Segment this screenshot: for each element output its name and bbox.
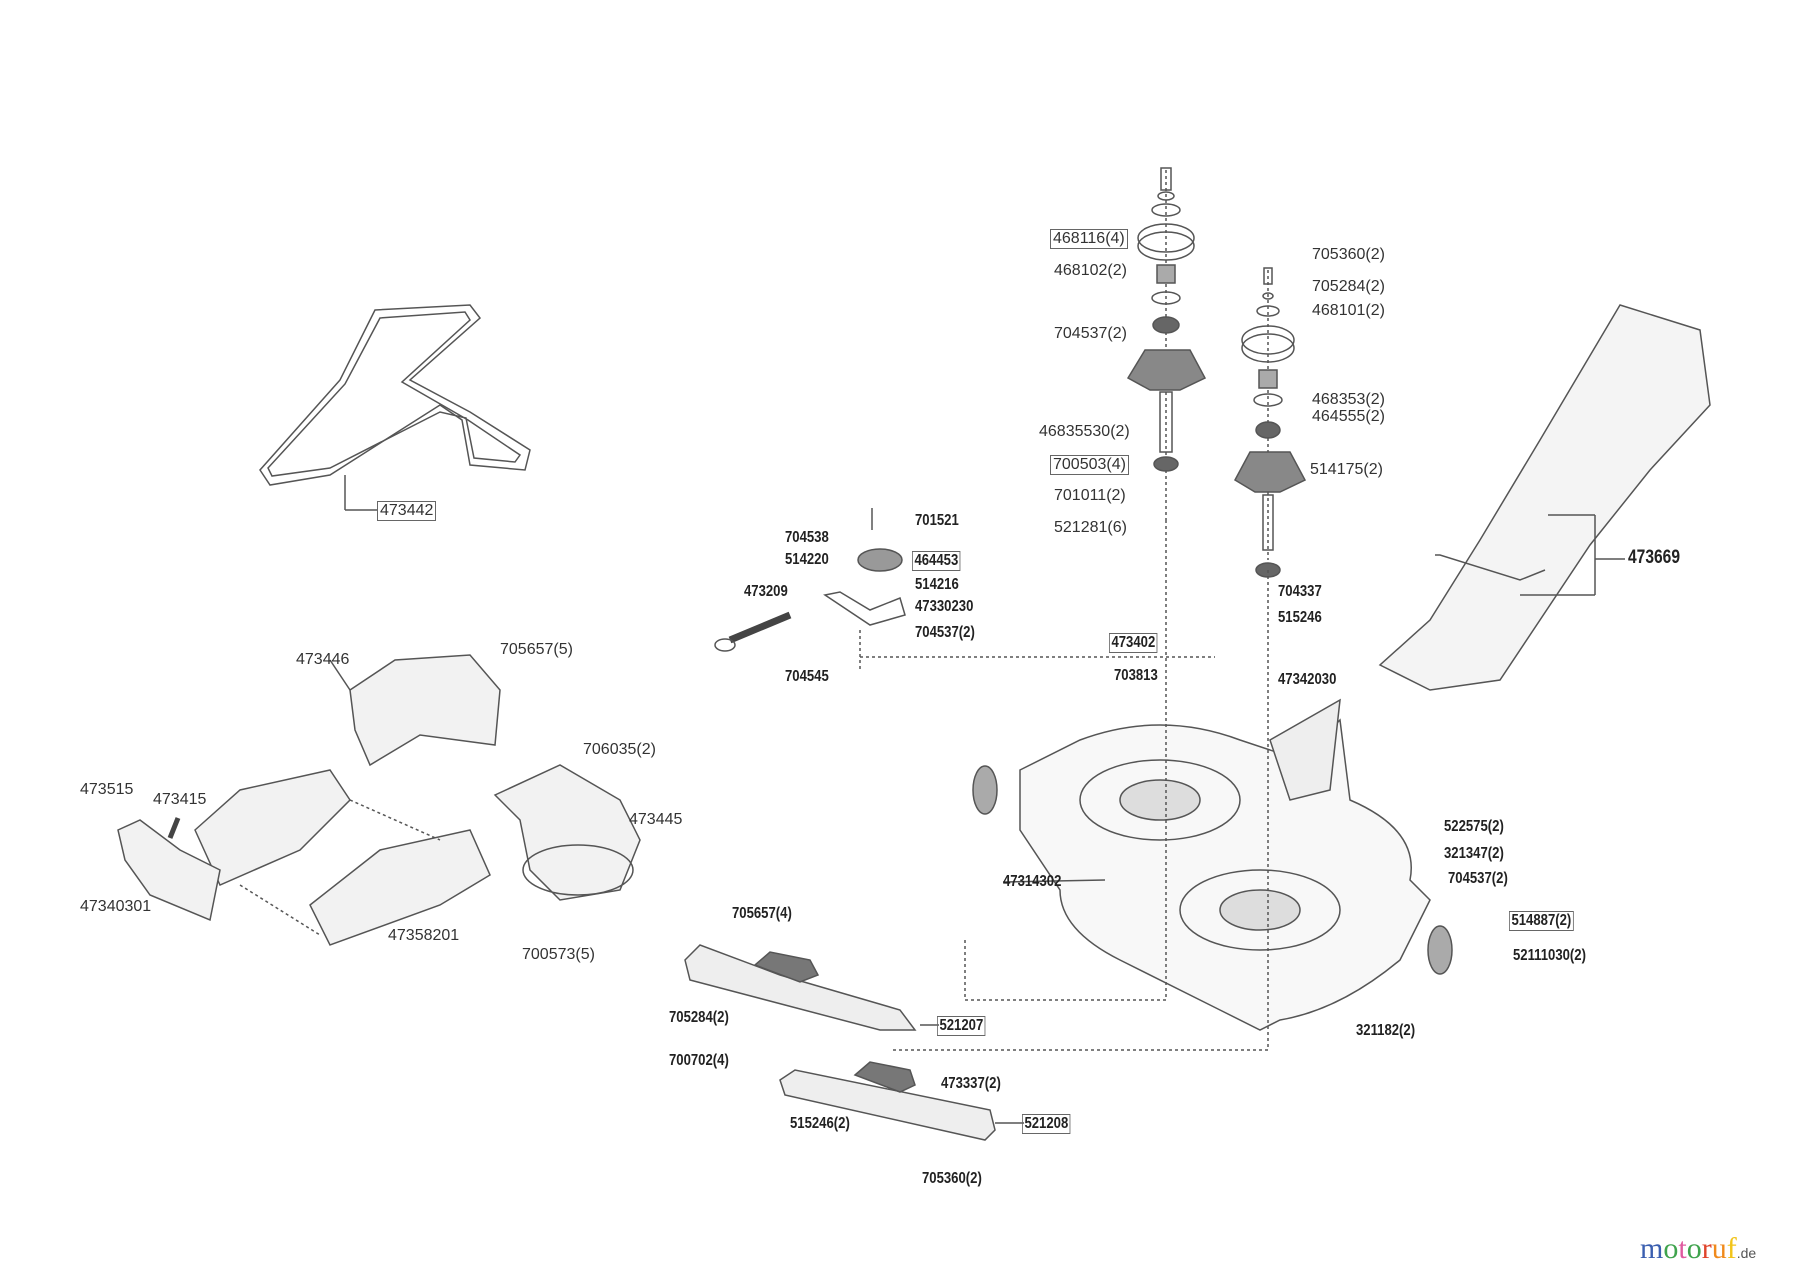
part-label: 704537(2) — [1054, 325, 1127, 342]
part-label: 47314302 — [1003, 873, 1062, 890]
part-label: 473445 — [629, 811, 683, 828]
part-label: 700503(4) — [1050, 455, 1129, 475]
logo-letter: r — [1701, 1232, 1712, 1265]
tensioner-assembly — [714, 508, 1215, 670]
part-label: 515246(2) — [790, 1115, 850, 1132]
part-label: 47342030 — [1278, 671, 1337, 688]
part-label: 473515 — [80, 781, 134, 798]
part-label: 705360(2) — [922, 1170, 982, 1187]
deflector-cover — [493, 764, 641, 901]
belt-cover — [329, 654, 501, 767]
center-cover — [194, 769, 491, 946]
part-label: 47358201 — [388, 927, 460, 944]
part-label: 464453 — [912, 551, 961, 571]
logo-letter: t — [1678, 1232, 1687, 1265]
part-label: 704537(2) — [915, 624, 975, 641]
part-label: 468101(2) — [1312, 302, 1385, 319]
part-label: 701521 — [915, 512, 959, 529]
motoruf-logo: motoruf.de — [1640, 1232, 1756, 1266]
part-label: 706035(2) — [583, 741, 656, 758]
part-label: 473446 — [296, 651, 350, 668]
part-label: 521208 — [1022, 1114, 1071, 1134]
logo-letter: o — [1686, 1232, 1702, 1265]
side-bracket — [117, 817, 221, 922]
part-label: 704337 — [1278, 583, 1322, 600]
part-label: 473402 — [1109, 633, 1158, 653]
part-label: 704545 — [785, 668, 829, 685]
logo-letter: u — [1711, 1232, 1727, 1265]
spindle-assembly-right — [1234, 267, 1307, 578]
part-label: 514887(2) — [1509, 911, 1574, 931]
part-label: 473337(2) — [941, 1075, 1001, 1092]
discharge-chute — [1378, 304, 1711, 691]
mower-deck — [890, 520, 1453, 1051]
logo-suffix: .de — [1736, 1245, 1757, 1261]
part-label: 705657(4) — [732, 905, 792, 922]
part-label: 701011(2) — [1054, 487, 1126, 504]
drive-belt — [259, 304, 531, 511]
part-label: 321182(2) — [1356, 1022, 1416, 1039]
logo-letter: f — [1726, 1232, 1737, 1265]
part-label: 704537(2) — [1448, 870, 1508, 887]
part-label: 514220 — [785, 551, 829, 568]
part-label: 464555(2) — [1312, 408, 1385, 425]
blade-upper — [684, 944, 939, 1031]
part-label: 705284(2) — [669, 1009, 729, 1026]
part-label: 515246 — [1278, 609, 1322, 626]
part-label: 47340301 — [80, 898, 152, 915]
part-label: 514216 — [915, 576, 959, 593]
part-label: 468116(4) — [1050, 229, 1128, 249]
part-label: 514175(2) — [1310, 461, 1383, 478]
part-label: 473442 — [377, 501, 437, 521]
part-label: 468102(2) — [1054, 262, 1127, 279]
part-label: 700702(4) — [669, 1052, 729, 1069]
logo-letter: o — [1663, 1232, 1679, 1265]
part-label: 705360(2) — [1312, 246, 1385, 263]
part-label: 468353(2) — [1312, 391, 1385, 408]
part-label: 521207 — [937, 1016, 986, 1036]
part-label: 473209 — [744, 583, 788, 600]
blade-lower — [779, 1061, 1024, 1141]
part-label: 705284(2) — [1312, 278, 1385, 295]
part-label: 703813 — [1114, 667, 1158, 684]
part-label: 704538 — [785, 529, 829, 546]
part-label: 522575(2) — [1444, 818, 1504, 835]
spindle-assembly-left — [1126, 167, 1207, 520]
logo-letter: m — [1640, 1232, 1664, 1265]
part-label: 46835530(2) — [1039, 423, 1130, 440]
part-label: 47330230 — [915, 598, 974, 615]
part-label: 705657(5) — [500, 641, 573, 658]
part-label: 473669 — [1628, 547, 1680, 568]
part-label: 321347(2) — [1444, 845, 1504, 862]
part-label: 521281(6) — [1054, 519, 1127, 536]
part-label: 700573(5) — [522, 946, 595, 963]
part-label: 52111030(2) — [1513, 947, 1586, 964]
part-label: 473415 — [153, 791, 207, 808]
